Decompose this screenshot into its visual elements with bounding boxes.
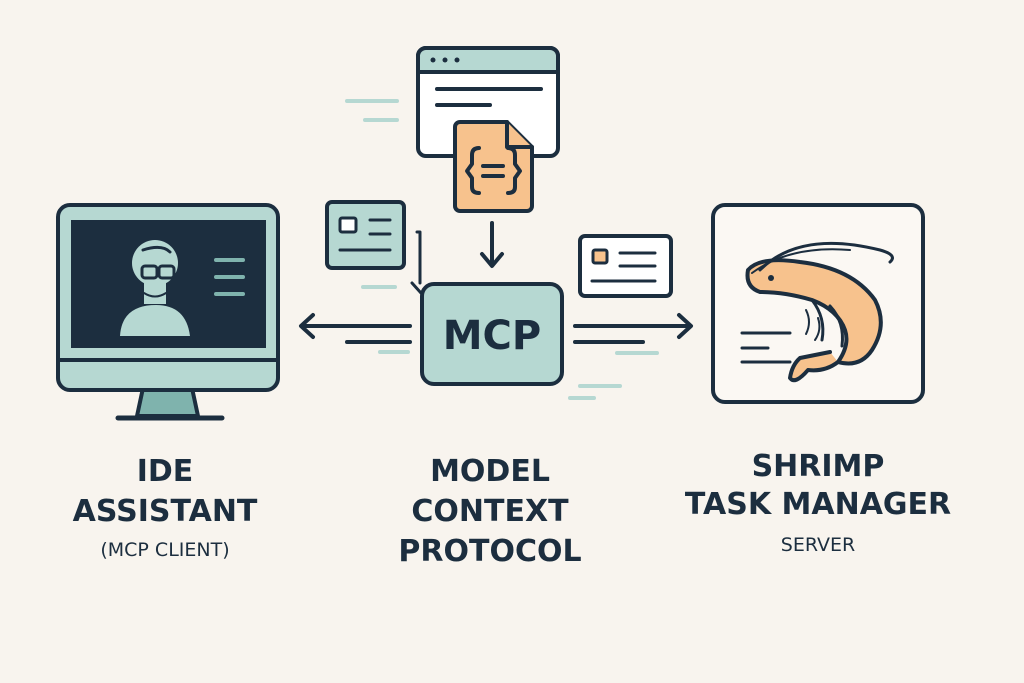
card-icon-right [578,234,673,298]
server-label-line3: SERVER [781,534,855,556]
protocol-label-line2: CONTEXT [411,494,569,529]
browser-window-icon [416,46,560,158]
client-label-line2: ASSISTANT [73,494,258,529]
mcp-label: MCP [443,313,541,359]
arrow-left-icon [299,313,412,344]
arrow-down-icon [480,221,504,268]
client-label-line1: IDE [137,454,194,489]
arrow-right-icon [573,313,693,344]
server-label-line2: TASK MANAGER [685,487,951,522]
motion-lines [345,99,659,400]
server-label-line1: SHRIMP [752,449,885,484]
monitor-user-icon [56,203,280,421]
protocol-label-line1: MODEL [430,454,550,489]
shrimp-icon [711,203,925,404]
mcp-box: MCP [420,282,564,386]
client-label-line3: (MCP CLIENT) [100,539,229,561]
json-file-icon [453,120,534,213]
card-icon-left [325,200,423,295]
protocol-label-line3: PROTOCOL [398,534,581,569]
